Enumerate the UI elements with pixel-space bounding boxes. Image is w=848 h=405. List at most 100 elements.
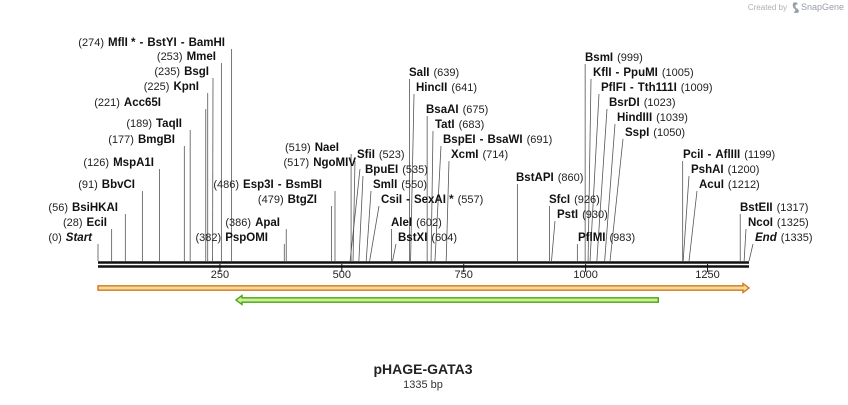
site-position: (91)	[78, 179, 98, 191]
site-position: (691)	[527, 134, 553, 146]
site-label-alei[interactable]: AleI(602)	[391, 217, 442, 229]
site-label-xcmi[interactable]: XcmI(714)	[451, 149, 508, 161]
site-label-kfli[interactable]: KflI-PpuMI(1005)	[593, 67, 694, 79]
site-label-start[interactable]: (0)Start	[48, 232, 93, 244]
enzyme-name: HindIII	[617, 112, 652, 124]
enzyme-name: HincII	[416, 82, 447, 94]
site-label-bsmi[interactable]: BsmI (999)	[585, 52, 643, 64]
site-position: (519)	[285, 142, 311, 154]
site-label-bsteii[interactable]: BstEII(1317)	[740, 202, 808, 214]
site-label-bsrdi[interactable]: BsrDI (1023)	[609, 97, 675, 109]
site-label-tati[interactable]: TatI(683)	[435, 119, 484, 131]
enzyme-name: BspEI	[443, 134, 476, 146]
enzyme-name: BamHI	[189, 37, 225, 49]
site-label-bsaai[interactable]: BsaAI (675)	[426, 104, 488, 116]
site-position: (235)	[154, 66, 180, 78]
enzyme-name: BstXI	[398, 232, 427, 244]
site-position: (1335)	[781, 232, 813, 244]
site-label-psti[interactable]: PstI(930)	[557, 209, 608, 221]
enzyme-name: Acc65I	[124, 97, 161, 109]
ruler-tick-label: 250	[211, 269, 229, 281]
enzyme-name: KpnI	[173, 81, 199, 93]
site-label-esp3i[interactable]: (486)Esp3I-BsmBI	[213, 179, 322, 191]
site-position: (1199)	[744, 149, 775, 161]
enzyme-name: SfiI	[357, 149, 375, 161]
site-label-bsgi[interactable]: (235)BsgI	[154, 66, 209, 78]
site-label-smli[interactable]: SmlI(550)	[373, 179, 427, 191]
site-label-end[interactable]: End(1335)	[755, 232, 813, 244]
site-label-ecii[interactable]: (28)EciI	[63, 217, 107, 229]
site-label-hindiii[interactable]: HindIII(1039)	[617, 112, 688, 124]
site-label-pflfi[interactable]: PflFI-Tth111I(1009)	[601, 82, 713, 94]
site-label-naei[interactable]: (519)NaeI	[285, 142, 339, 154]
site-label-sspi[interactable]: SspI(1050)	[625, 127, 685, 139]
site-label-acc65i[interactable]: (221)Acc65I	[94, 97, 161, 109]
site-label-mspa1i[interactable]: (126)MspA1I	[83, 157, 154, 169]
enzyme-name: BtgZI	[288, 194, 317, 206]
enzyme-name: Tth111I	[638, 82, 677, 94]
enzyme-name: -	[630, 82, 634, 94]
site-position: (1212)	[728, 179, 760, 191]
ruler-tick-label: 1000	[573, 269, 597, 281]
site-label-csii[interactable]: CsiI-SexAI *(557)	[381, 194, 483, 206]
site-label-pcii[interactable]: PciI-AflIII(1199)	[683, 149, 775, 161]
site-position: (386)	[225, 217, 251, 229]
site-label-bsihkai[interactable]: (56)BsiHKAI	[48, 202, 118, 214]
site-label-btgzi[interactable]: (479)BtgZI	[258, 194, 317, 206]
enzyme-name: ApaI	[255, 217, 280, 229]
enzyme-name: PpuMI	[623, 67, 658, 79]
site-position: (1325)	[777, 217, 809, 229]
site-label-sali[interactable]: SalI(639)	[409, 67, 459, 79]
site-position: (604)	[431, 232, 457, 244]
enzyme-name: BsmI	[585, 52, 613, 64]
enzyme-name: TatI	[435, 119, 455, 131]
enzyme-name: BsaAI	[426, 104, 459, 116]
site-label-mfli[interactable]: (274)MflI *-BstYI-BamHI	[78, 37, 225, 49]
site-label-sfii[interactable]: SfiI(523)	[357, 149, 405, 161]
ruler-tick-label: 500	[333, 269, 351, 281]
site-label-mmei[interactable]: (253)MmeI	[157, 51, 216, 63]
site-label-apai[interactable]: (386) ApaI	[225, 217, 280, 229]
sequence-backbone	[98, 263, 749, 267]
enzyme-name: BsrDI	[609, 97, 640, 109]
leader-bpuei	[359, 176, 363, 261]
site-label-ngomiv[interactable]: (517)NgoMIV	[284, 157, 357, 169]
ruler-tick-label: 1250	[695, 269, 719, 281]
feature-arrows[interactable]	[98, 284, 749, 305]
site-label-kpni[interactable]: (225)KpnI	[144, 81, 199, 93]
enzyme-name: Esp3I	[243, 179, 274, 191]
site-label-bmgbi[interactable]: (177)BmgBI	[108, 134, 175, 146]
enzyme-name: AleI	[391, 217, 412, 229]
site-label-bspei[interactable]: BspEI-BsaWI(691)	[443, 134, 552, 146]
site-position: (177)	[108, 134, 134, 146]
site-label-bpuei[interactable]: BpuEI(535)	[365, 164, 428, 176]
site-label-acui[interactable]: AcuI(1212)	[699, 179, 760, 191]
feature-arrow-2[interactable]	[236, 296, 658, 305]
site-position: (486)	[213, 179, 239, 191]
site-label-pspomi[interactable]: (382)PspOMI	[196, 232, 269, 244]
site-position: (1023)	[644, 97, 676, 109]
site-label-bstapi[interactable]: BstAPI(860)	[516, 172, 583, 184]
site-label-bbvci[interactable]: (91)BbvCI	[78, 179, 135, 191]
snapgene-credit: Created by SnapGene	[748, 2, 844, 13]
enzyme-name: PspOMI	[225, 232, 268, 244]
site-position: (675)	[463, 104, 489, 116]
site-labels[interactable]: (0)Start (28)EciI (56)BsiHKAI (91)BbvCI (126…	[48, 37, 812, 244]
site-label-sfci[interactable]: SfcI(926)	[549, 194, 600, 206]
site-label-pshai[interactable]: PshAI(1200)	[691, 164, 759, 176]
site-label-ncoi[interactable]: NcoI(1325)	[748, 217, 809, 229]
credit-prefix: Created by	[748, 3, 787, 12]
site-label-taqii[interactable]: (189)TaqII	[126, 118, 182, 130]
enzyme-name: MspA1I	[113, 157, 154, 169]
site-label-hincii[interactable]: HincII(641)	[416, 82, 477, 94]
site-position: (189)	[126, 118, 152, 130]
enzyme-name: SexAI *	[414, 194, 454, 206]
site-position: (0)	[48, 232, 61, 244]
enzyme-name: MmeI	[187, 51, 216, 63]
leader-csii	[370, 206, 379, 261]
feature-arrow-1[interactable]	[98, 284, 749, 293]
site-position: (999)	[617, 52, 643, 64]
site-position: (930)	[582, 209, 608, 221]
enzyme-name: End	[755, 232, 778, 244]
